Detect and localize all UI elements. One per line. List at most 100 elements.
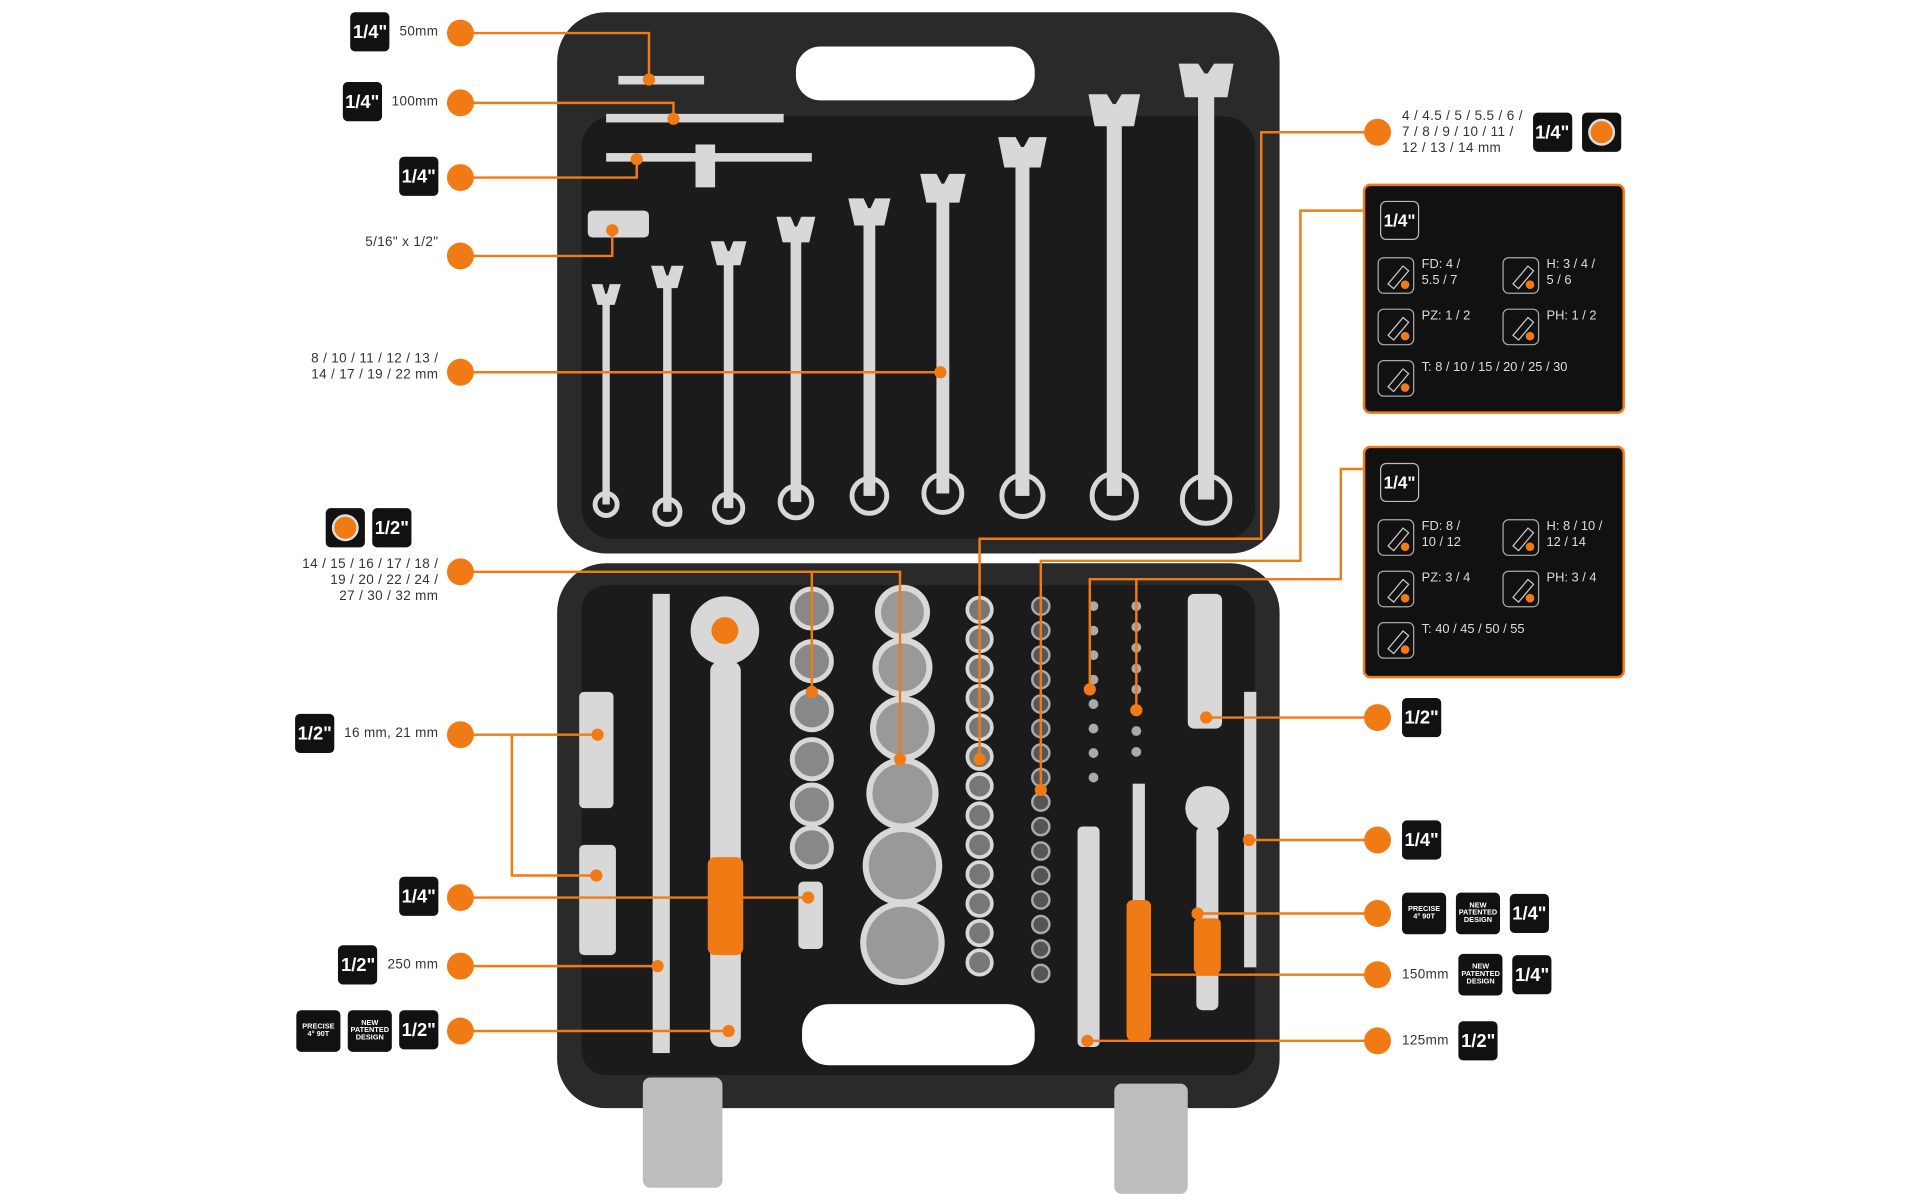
flat-bit-icon <box>1377 257 1415 294</box>
left-callout-label: 8 / 10 / 11 / 12 / 13 / 14 / 17 / 19 / 2… <box>301 351 438 383</box>
socket-1-4 <box>965 772 994 801</box>
bit <box>1031 890 1051 910</box>
socket-1-2-large <box>872 637 933 698</box>
callout-dot <box>1364 900 1392 927</box>
label-text: 50mm <box>399 23 439 39</box>
spark-plug-socket-16mm <box>579 691 614 809</box>
callout-line <box>460 31 651 80</box>
t-handle-bar-250mm <box>652 593 670 1054</box>
wrench-open-end <box>848 198 891 226</box>
socket-1-2-large <box>866 757 939 830</box>
socket-icon <box>325 508 365 548</box>
callout-endpoint <box>591 728 604 741</box>
left-callout-label: 1/2"16 mm, 21 mm <box>295 713 438 754</box>
callout-endpoint <box>973 753 986 766</box>
bit-spec-text: T: 8 / 10 / 15 / 20 / 25 / 30 <box>1421 360 1568 375</box>
extension-bar-50mm <box>618 75 705 85</box>
socket-1-2-large <box>874 584 931 640</box>
callout-dot <box>1364 1027 1392 1055</box>
callout-dot <box>1364 118 1392 146</box>
bit-spec: T: 8 / 10 / 15 / 20 / 25 / 30 <box>1377 360 1568 397</box>
socket-circle-icon <box>331 514 359 542</box>
bit-spec: PH: 1 / 2 <box>1502 308 1597 346</box>
callout-endpoint <box>802 891 815 904</box>
callout-endpoint <box>934 366 947 379</box>
callout-endpoint <box>630 153 643 166</box>
callout-line <box>1039 209 1363 790</box>
callout-dot <box>446 1017 474 1045</box>
phillips-bit-icon <box>1502 570 1540 608</box>
callout-endpoint <box>722 1024 735 1038</box>
callout-dot <box>446 952 474 980</box>
bit-spec-text: PZ: 1 / 2 <box>1421 308 1471 324</box>
drive-size-badge: 1/4" <box>1509 893 1549 934</box>
callout-line <box>1088 467 1363 690</box>
badge-group: 1/4" <box>350 12 390 52</box>
drive-size-badge: 1/2" <box>399 1010 439 1050</box>
wrench-shaft <box>602 293 610 505</box>
socket-1-4 <box>965 889 994 918</box>
wrench-ring-end <box>1089 471 1139 521</box>
socket-1-2 <box>789 782 834 827</box>
orange-marker-icon <box>1525 280 1535 289</box>
drive-size-badge: 1/4" <box>399 156 439 196</box>
callout-line <box>460 570 902 760</box>
socket-1-2 <box>789 737 834 782</box>
wrench-shaft <box>863 208 876 496</box>
badge-group: 1/4" <box>399 876 439 916</box>
wrench-ring-end <box>652 496 683 527</box>
feature-badge: NEW PATENTED DESIGN <box>1458 953 1503 996</box>
wrench-shaft <box>1015 146 1030 496</box>
bit-spec: H: 8 / 10 / 12 / 14 <box>1502 519 1602 556</box>
wrench-shaft <box>1198 73 1215 500</box>
screwdriver-shaft <box>1132 783 1145 931</box>
right-callout-label: 4 / 4.5 / 5 / 5.5 / 6 / 7 / 8 / 9 / 10 /… <box>1402 108 1621 155</box>
callout-endpoint <box>805 685 818 698</box>
left-callout-label: 1/4"100mm <box>342 82 439 122</box>
badge-group: 1/2" <box>325 508 412 548</box>
callout-endpoint <box>1083 683 1096 696</box>
ratchet-grip-1-4 <box>1193 918 1221 974</box>
bit <box>1088 772 1099 783</box>
ratchet-switch <box>711 617 739 645</box>
drive-size-badge: 1/4" <box>1380 200 1420 241</box>
wrench-open-end <box>651 265 684 289</box>
orange-marker-icon <box>1525 542 1535 552</box>
callout-line <box>460 733 597 877</box>
bit-spec: FD: 4 / 5.5 / 7 <box>1377 257 1461 294</box>
orange-marker-icon <box>1400 593 1410 603</box>
bit-spec: PH: 3 / 4 <box>1502 570 1597 608</box>
pozi-bit-icon <box>1377 570 1415 608</box>
lid-tray <box>581 116 1256 539</box>
label-text: 8 / 10 / 11 / 12 / 13 / 14 / 17 / 19 / 2… <box>311 351 439 383</box>
phillips-bit-icon <box>1502 308 1540 346</box>
orange-marker-icon <box>1400 645 1410 654</box>
bit <box>1031 963 1051 984</box>
extension-bar-150mm <box>1244 691 1257 968</box>
socket-icon <box>1581 112 1621 152</box>
left-callout-label: 5/16" x 1/2" <box>355 235 438 251</box>
right-callout-label: 1/2" <box>1402 697 1442 739</box>
wrench-open-end <box>998 137 1047 168</box>
orange-marker-icon <box>1400 542 1410 552</box>
callout-endpoint <box>1034 783 1047 796</box>
wrench-shaft <box>936 183 950 494</box>
lid-handle-cutout <box>795 46 1035 101</box>
universal-joint <box>798 881 823 949</box>
bit <box>1088 748 1099 758</box>
extension-bar-100mm <box>606 113 784 123</box>
callout-endpoint <box>1130 704 1143 717</box>
callout-dot <box>1364 961 1392 989</box>
drive-size-badge: 1/2" <box>372 508 412 548</box>
bit-spec-text: FD: 4 / 5.5 / 7 <box>1421 257 1461 288</box>
wrench-shaft <box>790 226 802 503</box>
feature-badge: PRECISE 4° 90T <box>1402 892 1447 935</box>
callout-dot <box>446 721 474 749</box>
badge-group: 1/2" <box>338 945 378 985</box>
label-text: 4 / 4.5 / 5 / 5.5 / 6 / 7 / 8 / 9 / 10 /… <box>1402 108 1523 155</box>
socket-1-2 <box>789 825 834 870</box>
